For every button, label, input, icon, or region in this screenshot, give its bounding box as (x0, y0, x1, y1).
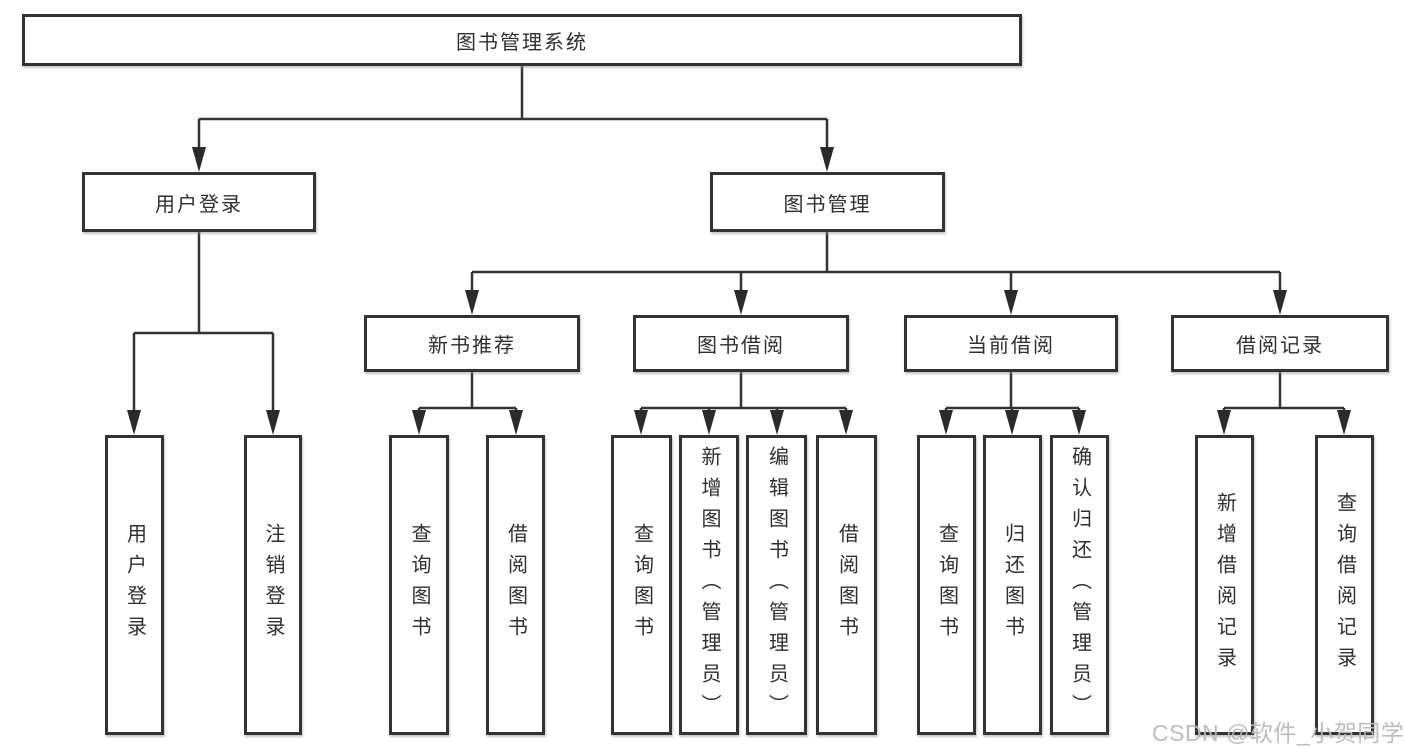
node-label: 新书推荐 (428, 335, 516, 357)
leaf-current-query-books: 查询图书 (917, 435, 976, 735)
connector-borrow-records-to-leaves (1222, 372, 1346, 414)
arrowhead (1004, 290, 1018, 315)
node-label: 图书管理 (783, 193, 872, 216)
node-label: 借阅图书 (504, 523, 527, 647)
node-label: 新增图书（管理员） (698, 445, 720, 725)
node-label: 当前借阅 (967, 335, 1055, 357)
node-label: 借阅记录 (1236, 335, 1324, 357)
leaf-recommend-borrow-books: 借阅图书 (486, 435, 545, 735)
leaf-edit-books-admin: 编辑图书（管理员） (746, 435, 807, 735)
node-label: 借阅图书 (835, 523, 858, 647)
node-label: 图书管理系统 (456, 31, 588, 54)
node-label: 注销登录 (262, 523, 284, 647)
node-book-borrowing: 图书借阅 (633, 315, 849, 372)
leaf-recommend-query-books: 查询图书 (389, 435, 449, 735)
arrowhead (266, 410, 280, 435)
leaf-add-books-admin: 新增图书（管理员） (679, 435, 739, 735)
node-book-management: 图书管理 (710, 172, 945, 232)
arrowhead (412, 410, 426, 435)
arrowhead (1217, 410, 1231, 435)
node-user-login: 用户登录 (82, 172, 316, 232)
node-label: 查询借阅记录 (1333, 492, 1356, 678)
leaf-borrowing-query-books: 查询图书 (611, 435, 672, 735)
arrowhead (465, 290, 479, 315)
node-label: 确认归还（管理员） (1068, 445, 1091, 725)
connector-new-book-rec-to-leaves (417, 372, 518, 414)
arrowhead (839, 410, 853, 435)
arrowhead (820, 147, 834, 172)
arrowhead (1337, 410, 1351, 435)
arrowhead (1072, 410, 1086, 435)
leaf-add-borrow-record: 新增借阅记录 (1195, 435, 1254, 735)
arrowhead (509, 410, 523, 435)
arrowhead (192, 147, 206, 172)
leaf-query-borrow-record: 查询借阅记录 (1315, 435, 1374, 735)
node-label: 新增借阅记录 (1213, 492, 1236, 678)
connector-book-mgmt-to-level3 (470, 232, 1282, 295)
arrowhead (634, 410, 648, 435)
connector-user-login-to-leaves (132, 232, 275, 415)
node-label: 图书借阅 (697, 335, 785, 357)
leaf-logout: 注销登录 (244, 435, 302, 735)
arrowhead (702, 410, 716, 435)
arrowhead (939, 410, 953, 435)
node-label: 查询图书 (408, 523, 430, 647)
node-root-system: 图书管理系统 (22, 14, 1022, 66)
node-borrowing-records: 借阅记录 (1171, 315, 1389, 372)
node-label: 归还图书 (1001, 523, 1024, 647)
leaf-borrow-books: 借阅图书 (816, 435, 877, 735)
arrowhead (127, 410, 141, 435)
node-label: 查询图书 (630, 523, 653, 647)
node-label: 查询图书 (935, 523, 958, 647)
node-label: 用户登录 (123, 523, 146, 647)
leaf-user-login: 用户登录 (105, 435, 164, 735)
arrowhead (770, 410, 784, 435)
arrowhead (734, 290, 748, 315)
arrowhead (1273, 290, 1287, 315)
node-label: 用户登录 (155, 193, 243, 216)
connector-current-borrow-to-leaves (944, 372, 1081, 414)
csdn-watermark: CSDN @软件_小贺同学 (1152, 720, 1405, 746)
leaf-confirm-return-admin: 确认归还（管理员） (1050, 435, 1109, 735)
arrowhead (1005, 410, 1019, 435)
leaf-return-books: 归还图书 (983, 435, 1042, 735)
node-label: 编辑图书（管理员） (765, 445, 788, 725)
node-current-borrowing: 当前借阅 (904, 315, 1118, 372)
node-new-book-recommendation: 新书推荐 (364, 315, 580, 372)
connector-book-borrow-to-leaves (639, 372, 848, 414)
connector-root-to-level2 (197, 66, 829, 152)
